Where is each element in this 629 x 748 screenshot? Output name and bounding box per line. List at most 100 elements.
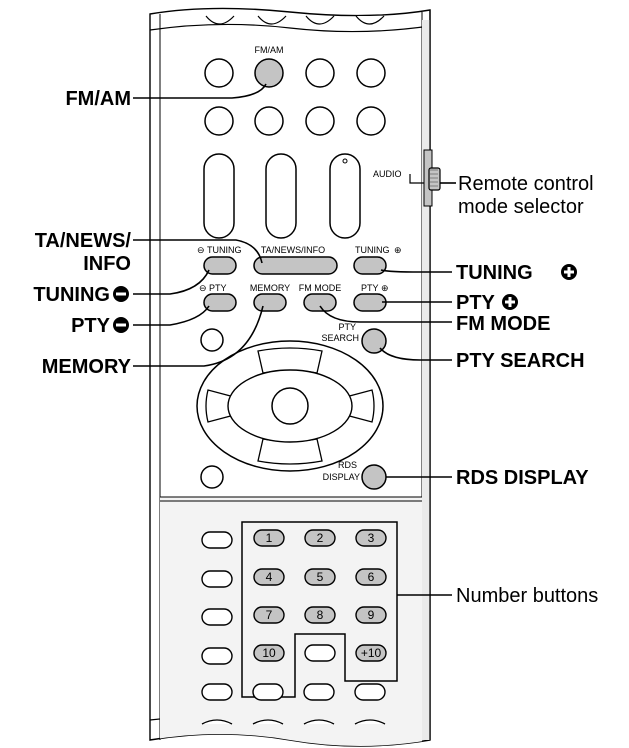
panel-button-partial[interactable] xyxy=(201,719,233,725)
round-button[interactable] xyxy=(200,328,224,352)
number-keys: 1 2 3 4 5 6 7 8 9 10 +10 xyxy=(253,529,387,662)
enter-button[interactable] xyxy=(271,387,309,425)
callout-pty-search: PTY SEARCH xyxy=(456,350,585,372)
circle-plus-icon-vbar xyxy=(508,297,512,307)
callout-tuning-minus: TUNING xyxy=(33,284,110,306)
panel-button[interactable] xyxy=(303,683,335,701)
audio-label: AUDIO xyxy=(373,169,402,179)
round-button[interactable] xyxy=(204,106,234,136)
callout-memory: MEMORY xyxy=(42,356,132,378)
panel-button-partial[interactable] xyxy=(303,719,335,725)
number-key-9[interactable] xyxy=(355,606,387,624)
indicator-dot xyxy=(342,158,348,164)
panel-button[interactable] xyxy=(201,608,233,626)
ta-news-info-button[interactable] xyxy=(253,256,338,275)
fm-am-button[interactable] xyxy=(254,58,284,88)
callout-ta-news-info-line2: INFO xyxy=(83,253,131,275)
number-key-7[interactable] xyxy=(253,606,285,624)
round-button[interactable] xyxy=(305,58,335,88)
pty-search-button[interactable] xyxy=(361,328,387,354)
cursor-down-button[interactable] xyxy=(257,438,323,465)
top-button-partial[interactable] xyxy=(257,15,287,25)
number-key-8[interactable] xyxy=(304,606,336,624)
tuning-minus-button[interactable] xyxy=(203,256,237,275)
panel-button-partial[interactable] xyxy=(354,719,386,725)
callout-pty-plus: PTY xyxy=(456,292,496,314)
pty-plus-button[interactable] xyxy=(353,293,387,312)
round-button[interactable] xyxy=(200,465,224,489)
pty-search-label-line2: SEARCH xyxy=(321,333,359,343)
cursor-pad xyxy=(196,340,384,472)
tall-button[interactable] xyxy=(329,153,361,239)
number-key-5[interactable] xyxy=(304,568,336,586)
circle-plus-icon: ⊕ xyxy=(381,283,389,293)
circle-plus-icon-vbar xyxy=(567,267,571,277)
number-key-label: 6 xyxy=(368,570,375,584)
cursor-up-button[interactable] xyxy=(257,347,323,374)
number-key-3[interactable] xyxy=(355,529,387,547)
fm-am-button-label: FM/AM xyxy=(255,45,284,55)
panel-button[interactable] xyxy=(201,570,233,588)
number-key-2[interactable] xyxy=(304,529,336,547)
circle-plus-icon: ⊕ xyxy=(394,245,402,255)
number-key-label: 1 xyxy=(266,531,273,545)
panel-button[interactable] xyxy=(354,683,386,701)
panel-button[interactable] xyxy=(252,683,284,701)
number-key-label: 10 xyxy=(262,646,276,660)
number-key-label: 2 xyxy=(317,531,324,545)
round-button[interactable] xyxy=(204,58,234,88)
rds-display-label-line1: RDS xyxy=(338,460,357,470)
callout-tuning-plus: TUNING xyxy=(456,262,533,284)
rds-display-button[interactable] xyxy=(361,464,387,490)
tuning-plus-button[interactable] xyxy=(353,256,387,275)
panel-button[interactable] xyxy=(201,531,233,549)
tall-button[interactable] xyxy=(203,153,235,239)
top-button-partial[interactable] xyxy=(355,15,385,25)
panel-button[interactable] xyxy=(304,644,336,662)
callout-leaders xyxy=(133,83,456,596)
number-key-6[interactable] xyxy=(355,568,387,586)
number-key-4[interactable] xyxy=(253,568,285,586)
tuning-minus-label: TUNING xyxy=(207,245,242,255)
memory-button[interactable] xyxy=(253,293,287,312)
number-key-label: +10 xyxy=(361,646,382,660)
top-button-partial[interactable] xyxy=(205,15,235,25)
fm-mode-label: FM MODE xyxy=(299,283,342,293)
circle-minus-icon-bar xyxy=(116,292,126,296)
panel-button-partial[interactable] xyxy=(252,719,284,725)
number-key-label: 3 xyxy=(368,531,375,545)
number-key-label: 9 xyxy=(368,608,375,622)
callout-rds-display: RDS DISPLAY xyxy=(456,467,589,489)
circle-minus-icon: ⊖ xyxy=(199,283,207,293)
fm-mode-button[interactable] xyxy=(303,293,337,312)
round-button[interactable] xyxy=(305,106,335,136)
ta-news-info-label: TA/NEWS/INFO xyxy=(261,245,325,255)
panel-button[interactable] xyxy=(201,647,233,665)
callout-remote-mode-line1: Remote control xyxy=(458,173,594,195)
rds-display-label-line2: DISPLAY xyxy=(323,472,360,482)
number-key-label: 7 xyxy=(266,608,273,622)
callout-pty-minus: PTY xyxy=(71,315,111,337)
number-key-1[interactable] xyxy=(253,529,285,547)
circle-minus-icon-bar xyxy=(116,323,126,327)
panel-button[interactable] xyxy=(201,683,233,701)
number-key-plus10[interactable] xyxy=(355,644,387,662)
tall-button[interactable] xyxy=(265,153,297,239)
top-button-partial[interactable] xyxy=(305,15,335,25)
pty-minus-button[interactable] xyxy=(203,293,237,312)
pty-search-label-line1: PTY xyxy=(338,322,356,332)
memory-label: MEMORY xyxy=(250,283,290,293)
round-button[interactable] xyxy=(356,58,386,88)
callout-ta-news-info-line1: TA/NEWS/ xyxy=(35,230,132,252)
pty-minus-label: PTY xyxy=(209,283,227,293)
number-key-label: 4 xyxy=(266,570,273,584)
callout-fm-mode: FM MODE xyxy=(456,313,550,335)
callout-number-buttons: Number buttons xyxy=(456,585,598,607)
callout-remote-mode-line2: mode selector xyxy=(458,196,584,218)
number-key-10[interactable] xyxy=(253,644,285,662)
remote-mode-selector[interactable] xyxy=(428,167,441,191)
round-button[interactable] xyxy=(254,106,284,136)
number-key-label: 5 xyxy=(317,570,324,584)
round-button[interactable] xyxy=(356,106,386,136)
